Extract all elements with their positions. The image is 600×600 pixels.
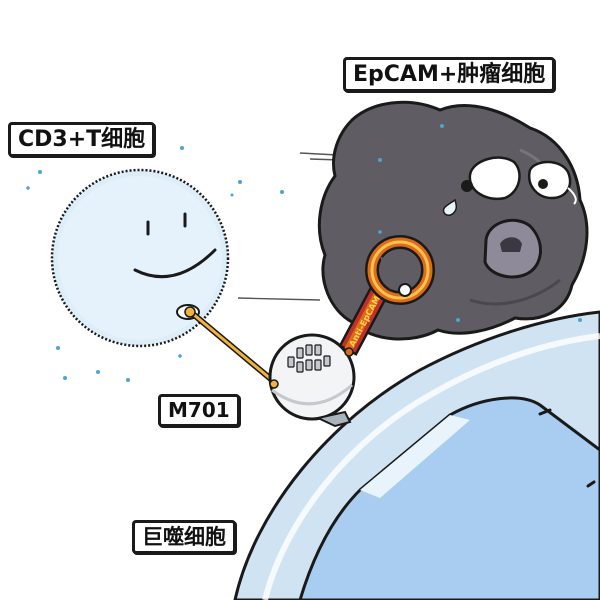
macrophage-label: 巨噬细胞 [132,520,236,555]
t-cell-label: CD3+T细胞 [8,122,156,158]
macrophage-cell [233,310,600,600]
tumor-eye-left [468,156,521,201]
tumor-eye-right [527,160,572,200]
macrophage-inner-edge [360,415,470,498]
m701-antibody-core [268,333,356,428]
m701-label: M701 [158,394,240,427]
anti-cd3-arm [184,306,281,388]
tumor-cell [317,100,589,341]
macrophage-highlight [262,333,600,600]
tumor-tear [442,198,458,216]
t-cell-smile [133,248,217,279]
tumor-cell-label: EpCAM+肿瘤细胞 [343,57,556,93]
background-dots [26,146,582,382]
